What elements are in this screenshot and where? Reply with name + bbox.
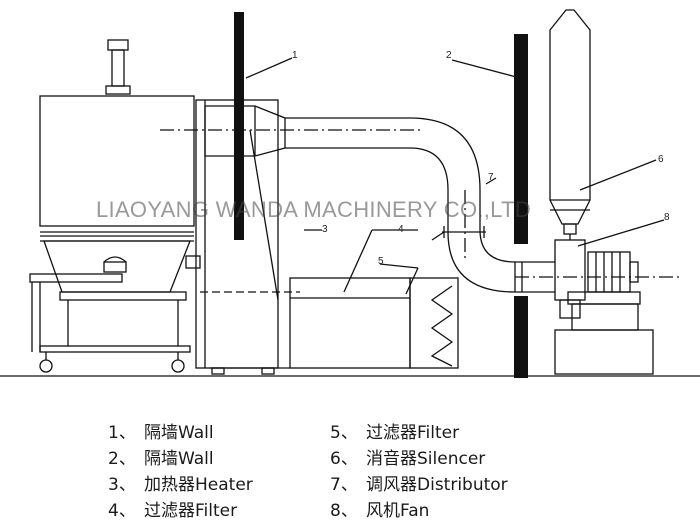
fan-housing: [554, 239, 586, 301]
heater-box: [289, 277, 411, 369]
callout-5: 5: [378, 256, 384, 267]
exhaust-transition: [204, 105, 286, 157]
fan-base: [554, 329, 654, 375]
distributor-damper: [431, 231, 445, 241]
legend-label: 隔墙Wall: [144, 423, 214, 443]
callout-8: 8: [664, 212, 670, 223]
dryer-trolley: [29, 273, 123, 283]
callout-4: 4: [398, 224, 404, 235]
legend-label: 消音器Silencer: [366, 449, 486, 469]
callout-6: 6: [658, 154, 664, 165]
dryer-chimney: [107, 39, 129, 51]
legend-item: 8、风机Fan: [330, 498, 508, 524]
legend-number: 4、: [108, 501, 136, 521]
equipment-layout-drawing: [0, 9, 700, 378]
legend-item: 5、过滤器Filter: [330, 420, 508, 446]
dryer-bowl: [43, 240, 191, 293]
legend-item: 4、过滤器Filter: [108, 498, 253, 524]
parts-legend: 1、隔墙Wall 2、隔墙Wall 3、加热器Heater 4、过滤器Filte…: [0, 420, 700, 531]
filter-pleats: [430, 285, 454, 367]
legend-number: 8、: [330, 501, 358, 521]
legend-label: 过滤器Filter: [366, 423, 460, 443]
callout-3: 3: [322, 224, 328, 235]
silencer: [549, 9, 591, 225]
legend-number: 5、: [330, 423, 358, 443]
partition-wall-2: [514, 34, 528, 244]
legend-number: 3、: [108, 475, 136, 495]
legend-item: 7、调风器Distributor: [330, 472, 508, 498]
legend-label: 调风器Distributor: [366, 475, 508, 495]
legend-column-right: 5、过滤器Filter 6、消音器Silencer 7、调风器Distribut…: [330, 420, 508, 524]
legend-label: 隔墙Wall: [144, 449, 214, 469]
exhaust-duct: [285, 117, 555, 263]
legend-item: 1、隔墙Wall: [108, 420, 253, 446]
legend-number: 6、: [330, 449, 358, 469]
partition-wall-1: [234, 12, 244, 240]
legend-label: 风机Fan: [366, 501, 430, 521]
dryer-upper-body: [39, 95, 195, 227]
legend-item: 3、加热器Heater: [108, 472, 253, 498]
legend-label: 过滤器Filter: [144, 501, 238, 521]
legend-item: 6、消音器Silencer: [330, 446, 508, 472]
fan-motor: [587, 251, 631, 293]
callout-2: 2: [446, 50, 452, 61]
callout-7: 7: [488, 172, 494, 183]
legend-label: 加热器Heater: [144, 475, 253, 495]
legend-column-left: 1、隔墙Wall 2、隔墙Wall 3、加热器Heater 4、过滤器Filte…: [108, 420, 253, 524]
legend-number: 7、: [330, 475, 358, 495]
callout-1: 1: [292, 50, 298, 61]
legend-number: 1、: [108, 423, 136, 443]
legend-item: 2、隔墙Wall: [108, 446, 253, 472]
legend-number: 2、: [108, 449, 136, 469]
filter-box: [409, 277, 459, 369]
